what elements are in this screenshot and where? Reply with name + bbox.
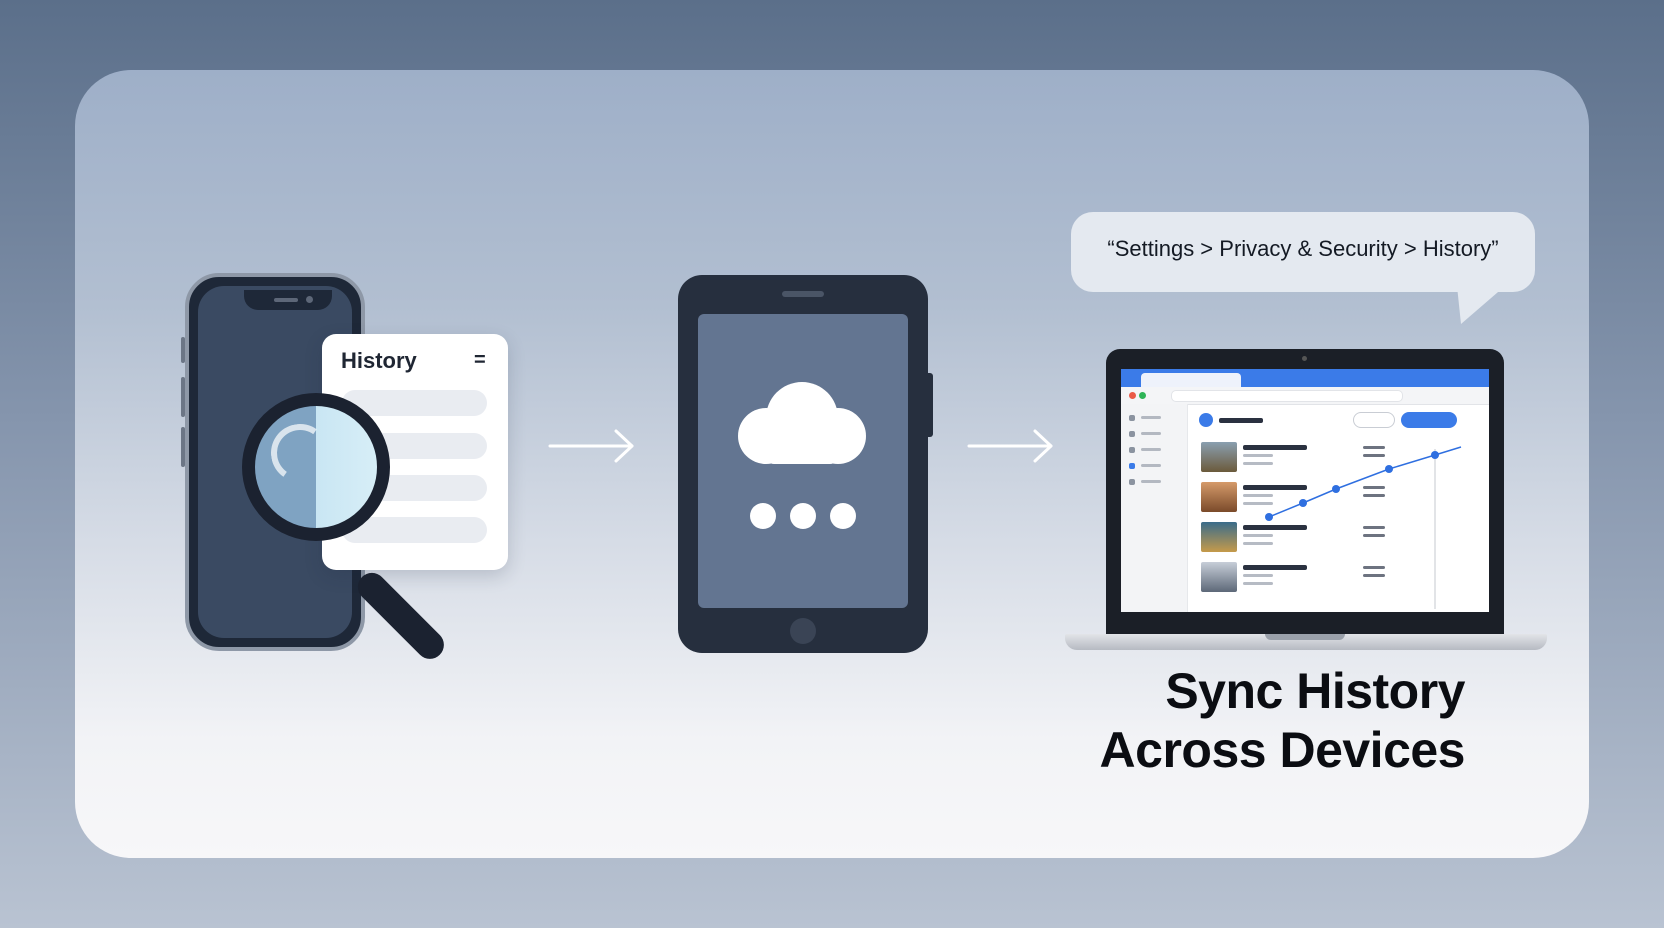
loading-dot: [830, 503, 856, 529]
loading-dot: [750, 503, 776, 529]
laptop-base: [1065, 634, 1547, 650]
phone-notch: [244, 290, 332, 310]
settings-path-bubble: “Settings > Privacy & Security > History…: [1071, 212, 1535, 292]
history-title: History: [341, 348, 417, 373]
arrow-right-icon: [967, 429, 1053, 463]
tablet: [678, 275, 933, 653]
browser-tab-bar: [1121, 369, 1489, 387]
settings-path-text: “Settings > Privacy & Security > History…: [1107, 236, 1499, 261]
headline-line-1: Sync History: [1165, 663, 1465, 719]
tablet-screen: [698, 314, 908, 608]
sync-timeline-graphic: [1265, 446, 1462, 609]
arrow-right-icon: [548, 429, 634, 463]
hamburger-menu-icon: =: [474, 349, 486, 371]
illustration-card: History =: [75, 70, 1589, 858]
cloud-icon: [738, 382, 866, 464]
home-button: [790, 618, 816, 644]
magnifier-icon: [242, 393, 390, 541]
laptop: [1106, 349, 1504, 636]
bubble-tail: [1457, 286, 1505, 324]
magnifier-handle: [352, 567, 450, 665]
browser-address-bar: [1121, 387, 1489, 405]
browser-sidebar: [1121, 404, 1188, 612]
headline-line-2: Across Devices: [1099, 722, 1466, 778]
loading-dot: [790, 503, 816, 529]
laptop-screen: [1121, 369, 1489, 612]
